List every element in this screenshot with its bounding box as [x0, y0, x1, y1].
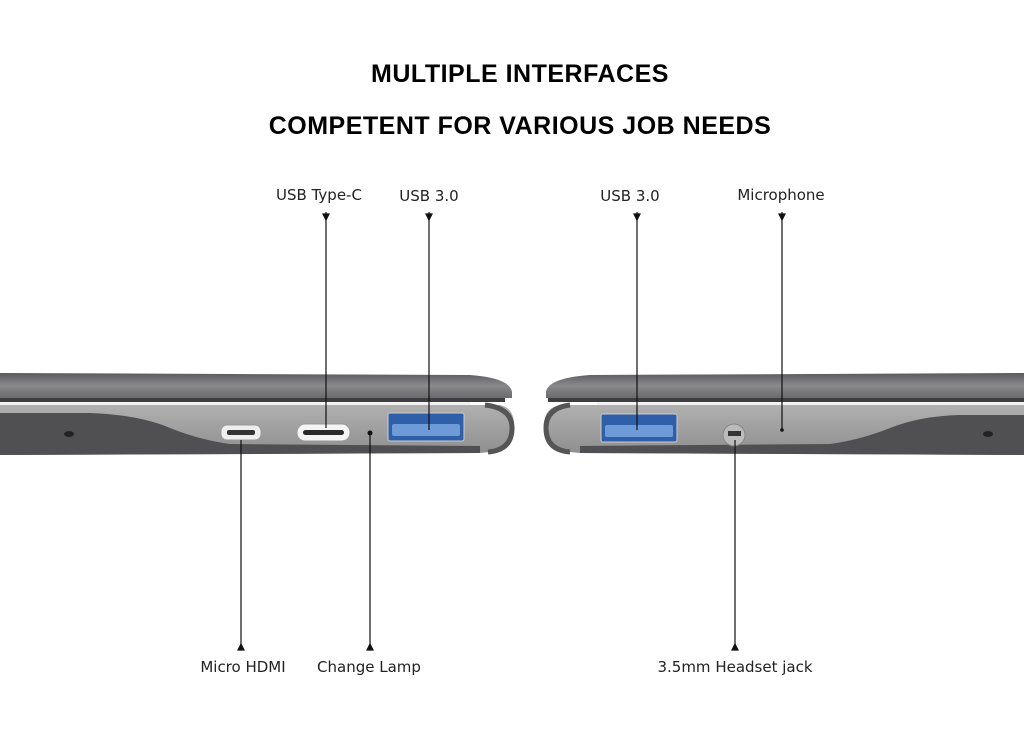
- label-micro-hdmi: Micro HDMI: [200, 658, 286, 676]
- laptop-right-side: [543, 373, 1024, 455]
- label-usb-3-left: USB 3.0: [399, 187, 459, 205]
- label-usb-type-c: USB Type-C: [276, 186, 362, 204]
- usb-3-port-right: [600, 413, 678, 443]
- label-change-lamp: Change Lamp: [317, 658, 421, 676]
- usb-type-c-port: [296, 423, 351, 442]
- usb-3-port-left: [387, 412, 465, 442]
- micro-hdmi-port: [220, 424, 262, 441]
- label-usb-3-right: USB 3.0: [600, 187, 660, 205]
- callout-lines: [237, 212, 786, 651]
- change-lamp-indicator: [367, 430, 373, 436]
- label-microphone: Microphone: [737, 186, 825, 204]
- label-headset-jack: 3.5mm Headset jack: [657, 658, 813, 676]
- laptop-left-side: [0, 373, 515, 455]
- heading-line-1: MULTIPLE INTERFACES: [371, 60, 669, 88]
- headset-jack-port: [722, 423, 746, 447]
- heading-line-2: COMPETENT FOR VARIOUS JOB NEEDS: [268, 112, 772, 140]
